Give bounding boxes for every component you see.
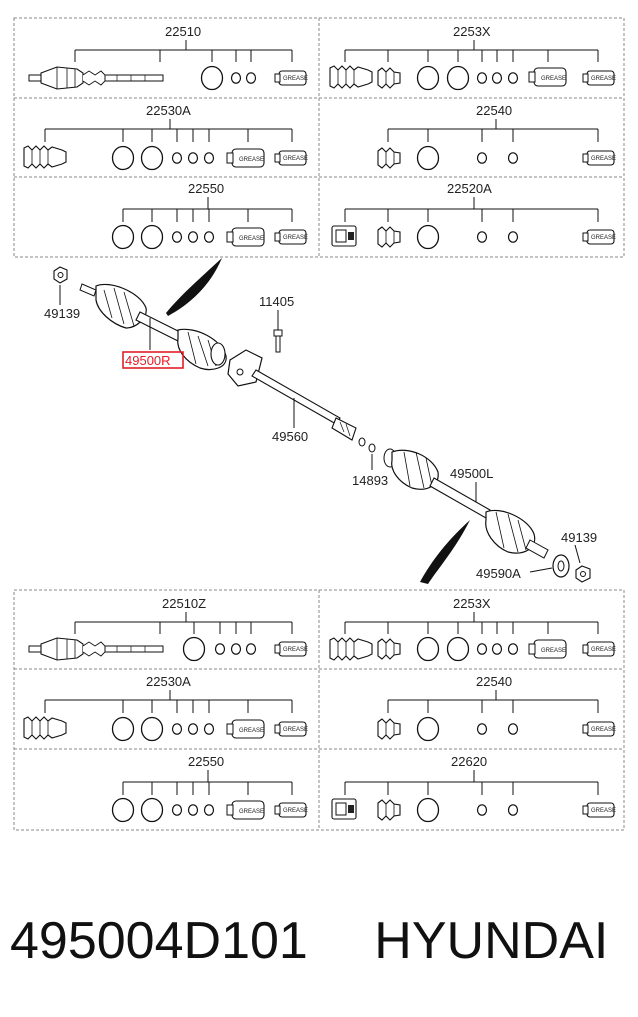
panel-label: 22530A [146,103,191,118]
panel-label: 22620 [451,754,487,769]
panel-22620: 22620 GREASE [331,754,616,823]
grease-text: GREASE [283,647,308,653]
grease-text: GREASE [283,808,308,814]
panel-label: 2253X [453,596,491,611]
panel-22530A-bottom: 22530A GREASE GREASE [23,674,308,742]
label-nut-right: 49139 [561,530,597,545]
grease-text: GREASE [283,156,308,162]
label-nut-left: 49139 [44,306,80,321]
panel-2253X-bottom: 2253X GREASE GREASE [329,596,616,662]
panel-label: 2253X [453,24,491,39]
arrow-swoosh-upper [166,258,222,316]
caption: 495004D101 HYUNDAI [10,906,630,976]
panel-label: 22520A [447,181,492,196]
panel-label: 22510 [165,24,201,39]
left-shaft-assembly [383,448,549,559]
exploded-view: 49139 49500R 11405 49560 [44,258,597,584]
grease-text: GREASE [239,728,264,734]
label-inner-shaft: 49560 [272,429,308,444]
panel-22520A: 22520A GREASE [331,181,616,250]
grease-text: GREASE [283,235,308,241]
panel-22530A: 22530A GREASE GREASE [23,103,308,171]
part-number: 495004D101 [10,912,308,970]
panel-2253X: 2253X GREASE GREASE [329,24,616,91]
highlight-box [122,351,184,369]
brand-name: HYUNDAI [374,912,609,970]
label-shaft-left: 49500L [450,466,493,481]
top-parts-table [13,17,625,258]
grease-text: GREASE [239,809,264,815]
parts-diagram: 22510 GREASE 2253X GREASE GREASE 22530A [13,17,625,831]
grease-text: GREASE [283,727,308,733]
grease-text: GREASE [591,647,616,653]
panel-label: 22510Z [162,596,206,611]
grease-text: GREASE [591,235,616,241]
label-washer: 49590A [476,566,521,581]
grease-text: GREASE [591,808,616,814]
grease-text: GREASE [591,156,616,162]
panel-22540-bottom: 22540 GREASE [377,674,616,742]
grease-text: GREASE [591,76,616,82]
panel-label: 22540 [476,103,512,118]
panel-label: 22550 [188,754,224,769]
label-clip: 14893 [352,473,388,488]
panel-label: 22540 [476,674,512,689]
label-shaft-right: 49500R [125,353,171,368]
grease-text: GREASE [541,648,566,654]
grease-text: GREASE [239,236,264,242]
inner-shaft [227,349,357,441]
panel-22550: 22550 GREASE GREASE [111,181,308,250]
panel-label: 22550 [188,181,224,196]
label-bolt: 11405 [259,294,294,309]
panel-22510: 22510 GREASE [28,24,308,91]
grease-text: GREASE [541,76,566,82]
bottom-parts-table [13,589,625,831]
right-shaft-assembly [79,283,227,371]
grease-text: GREASE [591,727,616,733]
panel-22550-bottom: 22550 GREASE GREASE [111,754,308,823]
grease-text: GREASE [239,157,264,163]
panel-22540: 22540 GREASE [377,103,616,171]
panel-label: 22530A [146,674,191,689]
panel-22510Z: 22510Z GREASE [28,596,308,662]
grease-text: GREASE [283,76,308,82]
arrow-swoosh-lower [420,520,470,584]
